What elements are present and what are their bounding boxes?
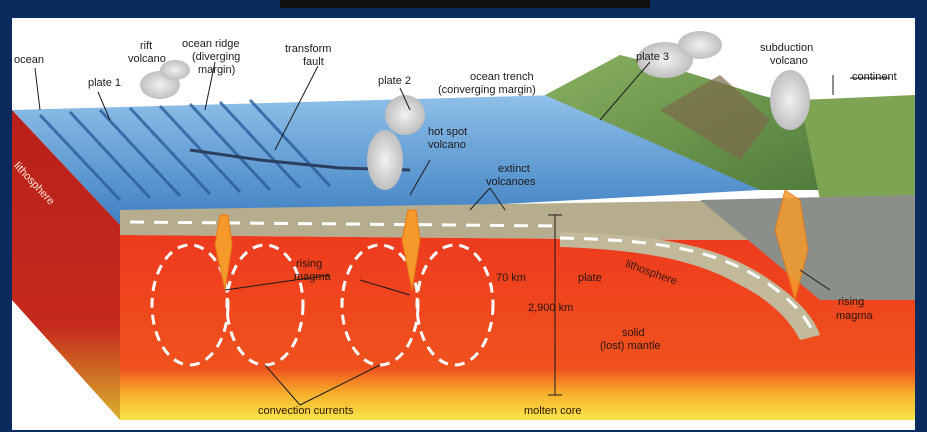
label-plate: plate [578, 272, 602, 284]
label-2900km: 2,900 km [528, 302, 573, 314]
label-convection-currents: convection currents [258, 405, 353, 417]
label-hotspot-line1: hot spot [428, 126, 467, 138]
continent-land [800, 95, 915, 200]
label-transform-line2: fault [303, 56, 324, 68]
label-ridge-line3: margin) [198, 64, 235, 76]
label-molten-core: molten core [524, 405, 581, 417]
label-subduction-line2: volcano [770, 55, 808, 67]
label-solid-line2: (lost) mantle [600, 340, 661, 352]
top-title-bar [280, 0, 650, 8]
label-extinct-line1: extinct [498, 163, 530, 175]
label-hotspot-line2: volcano [428, 139, 466, 151]
label-plate-2: plate 2 [378, 75, 411, 87]
label-rising-magma-line2: magma [294, 271, 331, 283]
label-rift-line2: volcano [128, 53, 166, 65]
label-ridge-line1: ocean ridge [182, 38, 240, 50]
label-70km: 70 km [496, 272, 526, 284]
label-trench-line1: ocean trench [470, 71, 534, 83]
label-rising-magma-line1: rising [296, 258, 322, 270]
label-plate-1: plate 1 [88, 77, 121, 89]
label-ridge-line2: (diverging [192, 51, 240, 63]
label-rift-line1: rift [140, 40, 152, 52]
label-rising-magma-right-line1: rising [838, 296, 864, 308]
label-solid-line1: solid [622, 327, 645, 339]
label-subduction-line1: subduction [760, 42, 813, 54]
label-ocean: ocean [14, 54, 44, 66]
label-continent: continent [852, 71, 897, 83]
label-extinct-line2: volcanoes [486, 176, 536, 188]
label-plate-3: plate 3 [636, 51, 669, 63]
label-trench-line2: (converging margin) [438, 84, 536, 96]
label-transform-line1: transform [285, 43, 331, 55]
label-rising-magma-right-line2: magma [836, 310, 873, 322]
